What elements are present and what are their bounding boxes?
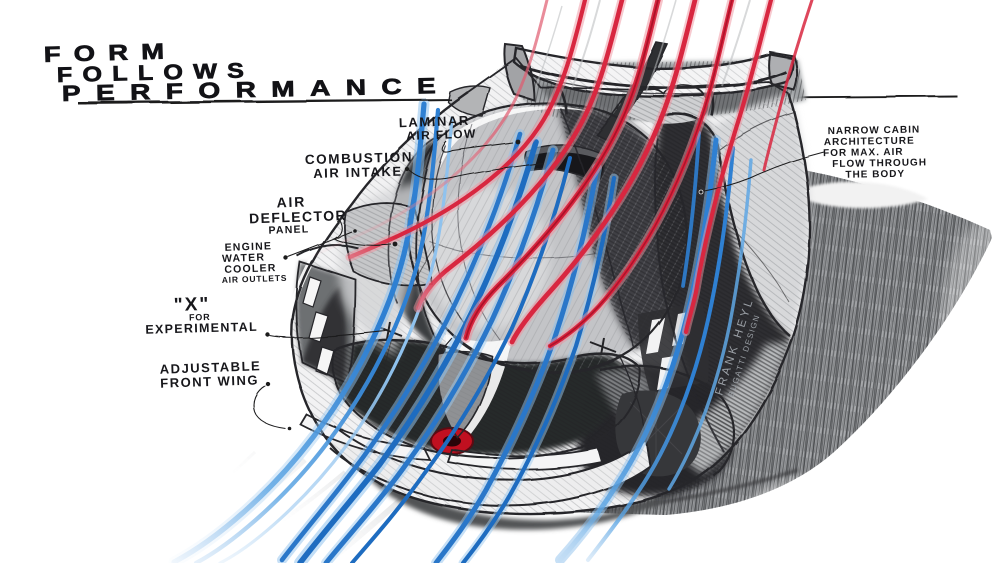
cooler-line-2: WATER [222,251,266,264]
experimental-leader-line [265,330,387,339]
left-fender-louvers [302,276,335,376]
title-underline [77,99,453,105]
front-wing-line-2: FRONT WING [160,372,259,390]
laminar-line-2: AIR FLOW [406,127,477,143]
cooler-line-3: COOLER [224,262,277,276]
front-wing-leader-line [253,381,291,430]
cooler-line-1: ENGINE [224,240,272,254]
cabin-line-4: FLOW THROUGH [832,157,927,170]
deflector-line-3: PANEL [268,223,309,236]
blue-bundle-center [277,129,572,563]
deflector-line-2: DEFLECTOR [249,207,347,226]
red-strand-7 [762,0,814,172]
red-strand-pink [302,0,549,262]
red-strand-2 [413,0,627,313]
experimental-symbol: "X" [173,294,210,316]
label-laminar-air-flow: LAMINAR AIR FLOW [399,113,477,143]
experimental-line-1: FOR [189,312,211,323]
label-combustion-air-intake: COMBUSTION AIR INTAKE [305,149,414,181]
red-strand-5 [545,0,737,351]
title-line-2: FOLLOWS [57,58,255,86]
artwork-title: FORM FOLLOWS PERFORMANCE [43,38,452,106]
front-wing-line-1: ADJUSTABLE [160,358,262,377]
label-x-experimental: "X" FOR EXPERIMENTAL [145,294,258,337]
cooler-line-4: AIR OUTLETS [222,273,288,285]
cooler-leader-line [283,229,357,261]
annotation-labels: LAMINAR AIR FLOW COMBUSTION AIR INTAKE A… [145,113,927,430]
label-engine-water-cooler: ENGINE WATER COOLER AIR OUTLETS [222,240,288,285]
splitter-lip [330,426,650,506]
red-strand-3 [461,0,663,343]
left-winglet-mirror [448,85,490,116]
red-strand-1 [345,0,590,262]
red-strand-4 [507,0,700,347]
shadow-light-gap [800,181,928,209]
cabin-leader-line [698,151,825,195]
cabin-line-2: ARCHITECTURE [824,136,915,149]
pencil-streaks-top [535,0,751,93]
laminar-line-1: LAMINAR [399,113,471,130]
deflector-line-1: AIR [276,193,306,210]
cabin-line-1: NARROW CABIN [828,124,921,137]
combustion-leader-line [404,162,544,181]
blue-bundle-center-right [431,163,619,563]
under-car-shadow [348,446,690,530]
airflow-blue-lines [168,98,753,563]
title-line-1: FORM [43,39,177,67]
cabin-line-5: THE BODY [845,169,905,181]
blue-bundle-right [555,131,753,563]
experimental-line-2: EXPERIMENTAL [145,320,258,337]
laminar-leader-line [441,138,520,153]
combustion-line-2: AIR INTAKE [313,164,403,181]
label-adjustable-front-wing: ADJUSTABLE FRONT WING [160,358,262,391]
label-narrow-cabin: NARROW CABIN ARCHITECTURE FOR MAX. AIR F… [823,124,927,181]
combustion-line-1: COMBUSTION [305,149,414,167]
label-air-deflector-panel: AIR DEFLECTOR PANEL [249,193,347,236]
blue-bundle-left [168,98,454,563]
cabin-line-3: FOR MAX. AIR [823,147,904,159]
